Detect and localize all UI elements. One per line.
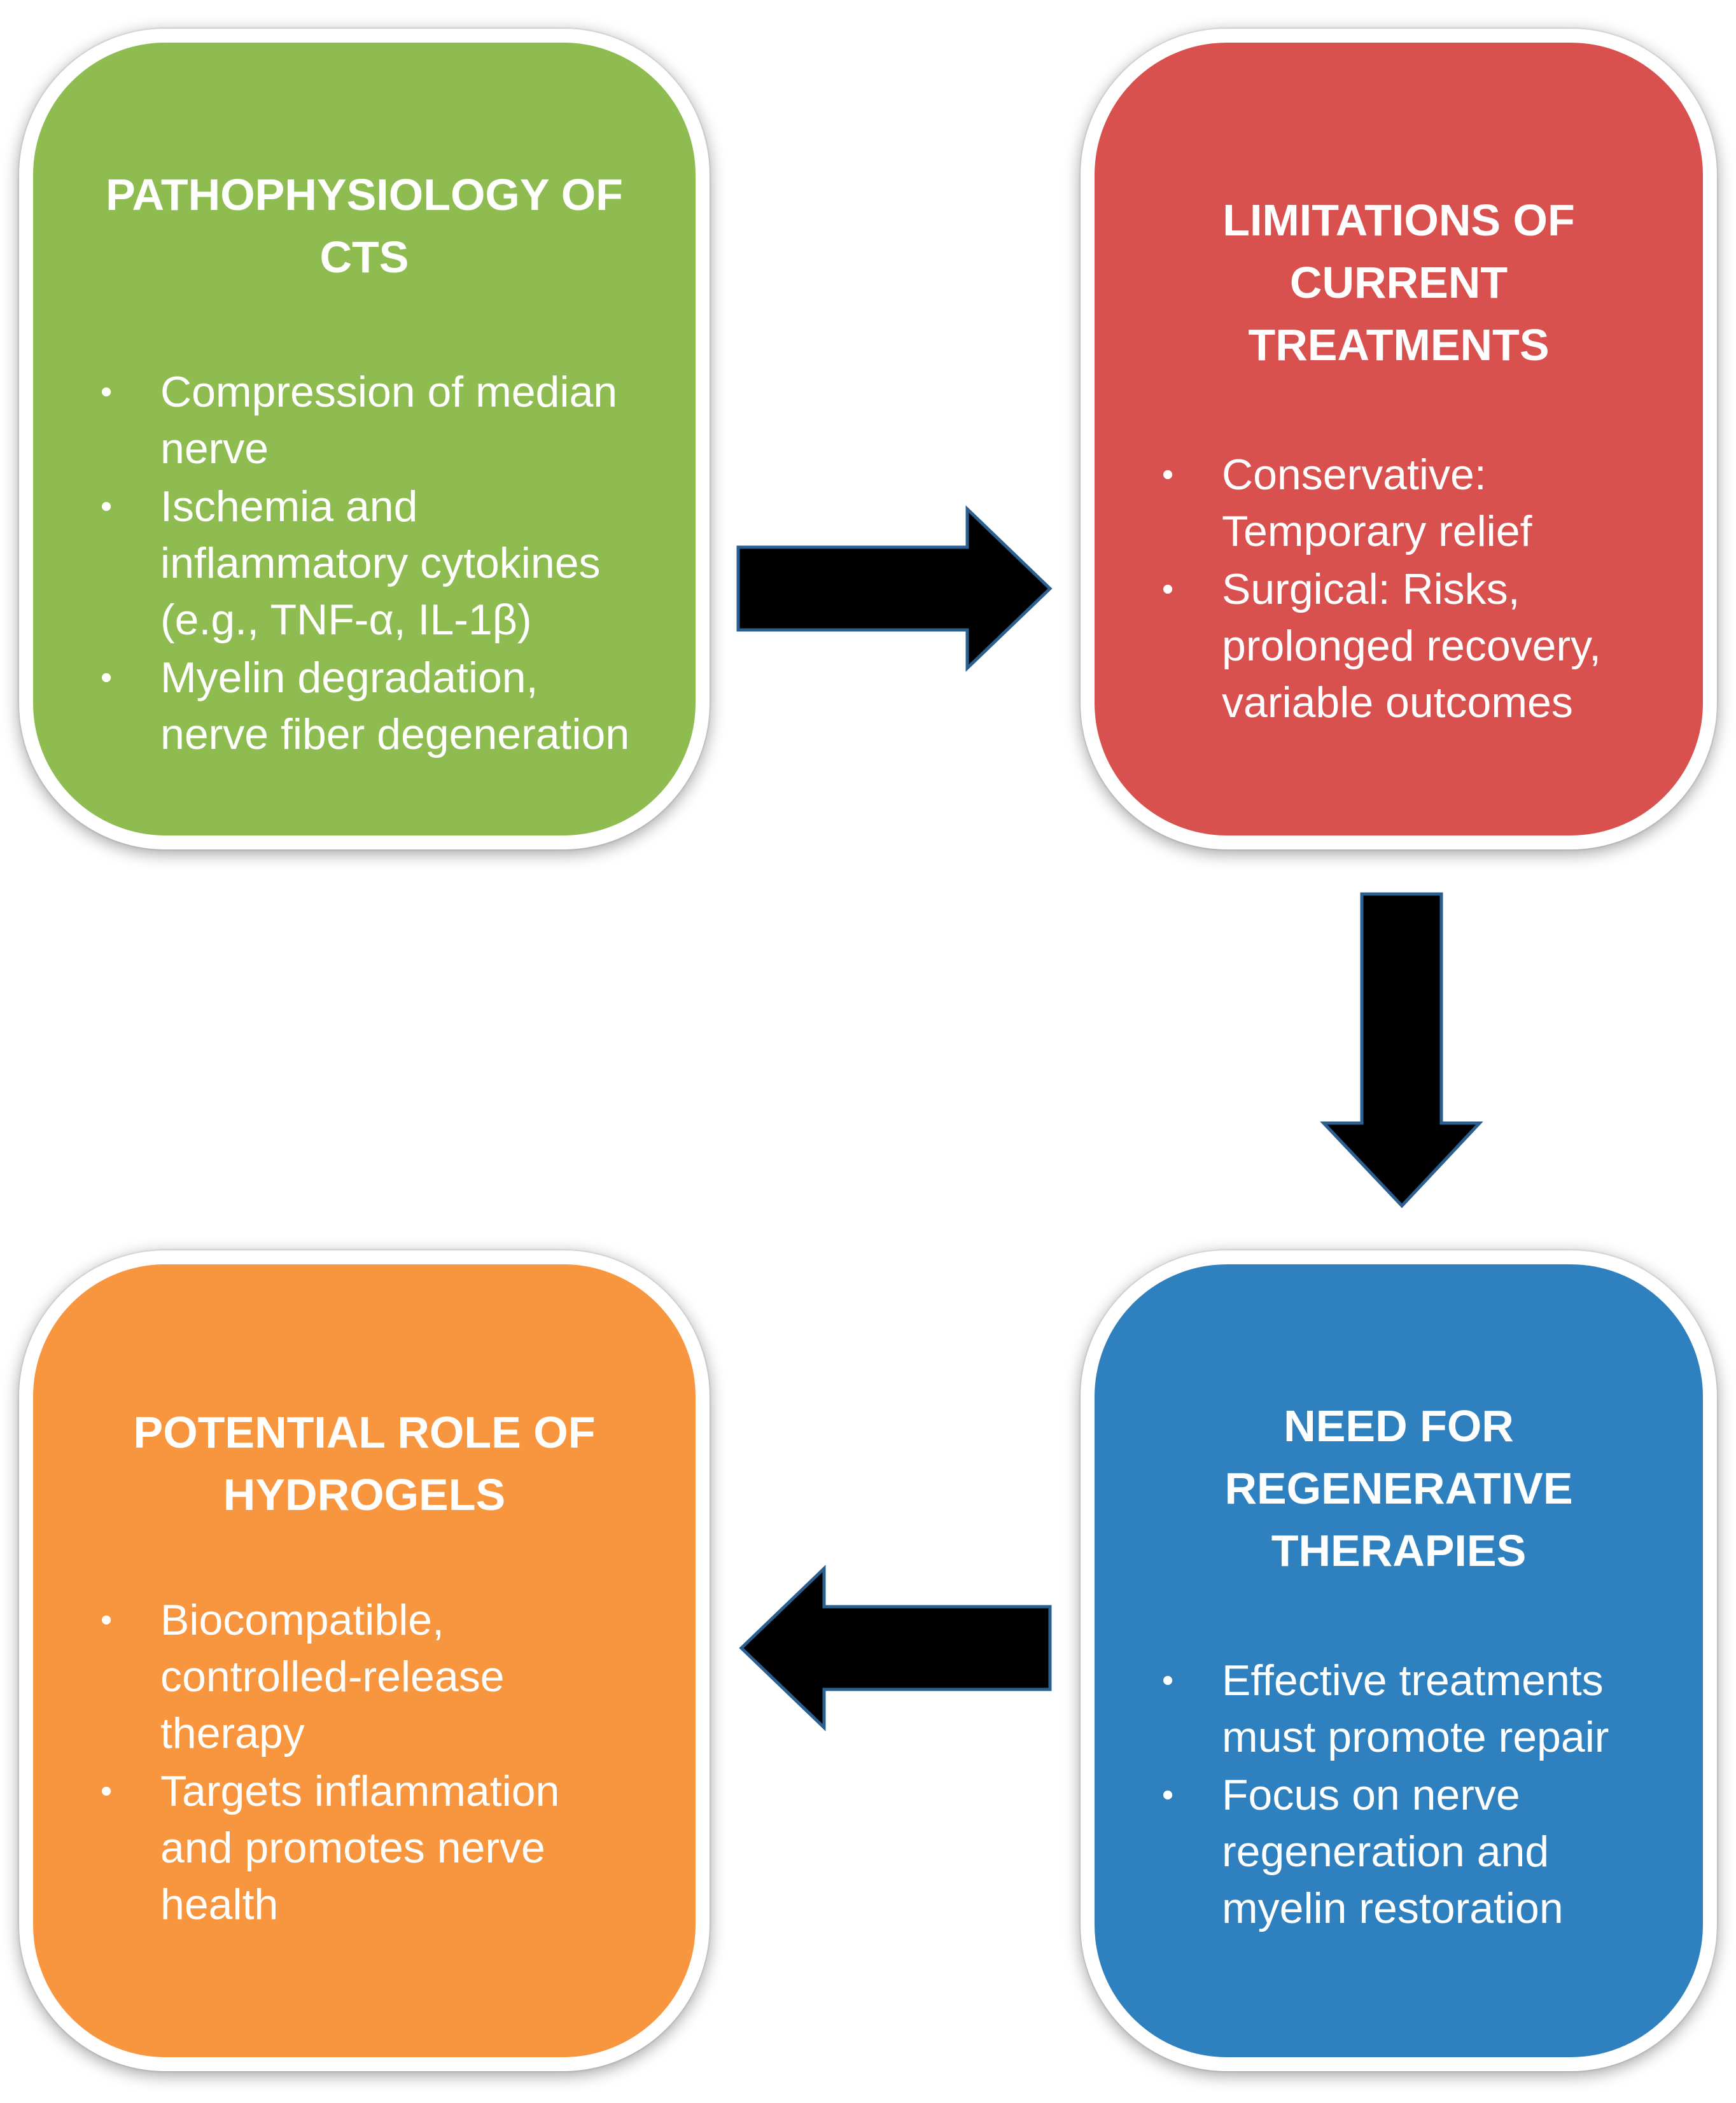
- list-item: • Focus on nerve regeneration and myelin …: [1101, 1767, 1703, 1937]
- bullet-icon: •: [101, 1602, 113, 1638]
- list-item: • Conservative: Temporary relief: [1101, 447, 1703, 560]
- list-item: • Compression of median nerve: [39, 364, 696, 477]
- list-item-text: Conservative: Temporary relief: [1222, 451, 1532, 555]
- list-item: • Surgical: Risks, prolonged recovery, va…: [1101, 561, 1703, 731]
- potential-role-box: POTENTIAL ROLE OF HYDROGELS • Biocompatib…: [19, 1250, 710, 2071]
- bullet-icon: •: [101, 488, 113, 525]
- regenerative-need-box: NEED FOR REGENERATIVE THERAPIES • Effecti…: [1081, 1250, 1717, 2071]
- arrow-down-shape: [1320, 892, 1483, 1208]
- list-item-text: Myelin degradation, nerve fiber degenera…: [160, 653, 630, 758]
- pathophysiology-box: PATHOPHYSIOLOGY OF CTS • Compression of m…: [19, 29, 710, 849]
- list-item: • Myelin degradation, nerve fiber degener…: [39, 650, 696, 763]
- potential-role-list: • Biocompatible, controlled-release thera…: [39, 1592, 696, 1934]
- list-item-text: Compression of median nerve: [160, 368, 618, 473]
- arrow-down-icon: [1320, 892, 1483, 1208]
- list-item-text: Effective treatments must promote repair: [1222, 1656, 1609, 1761]
- bullet-icon: •: [1162, 571, 1174, 608]
- arrow-left-icon: [739, 1565, 1052, 1731]
- bullet-icon: •: [101, 374, 113, 410]
- limitations-box: LIMITATIONS OF CURRENT TREATMENTS • Conse…: [1081, 29, 1717, 849]
- arrow-left-shape: [739, 1565, 1052, 1731]
- pathophysiology-title: PATHOPHYSIOLOGY OF CTS: [106, 170, 623, 282]
- bullet-icon: •: [1162, 456, 1174, 493]
- list-item-text: Surgical: Risks, prolonged recovery, var…: [1222, 565, 1601, 727]
- arrow-right-icon: [736, 505, 1053, 672]
- list-item: • Ischemia and inflammatory cytokines (e.…: [39, 479, 696, 648]
- list-item-text: Targets inflammation and promotes nerve …: [160, 1767, 560, 1929]
- pathophysiology-list: • Compression of median nerve • Ischemia a…: [39, 364, 696, 764]
- list-item-text: Biocompatible, controlled-release therap…: [160, 1596, 505, 1757]
- list-item-text: Ischemia and inflammatory cytokines (e.g…: [160, 482, 601, 644]
- bullet-icon: •: [101, 659, 113, 696]
- limitations-list: • Conservative: Temporary relief • Surgica…: [1101, 447, 1703, 732]
- regenerative-need-list: • Effective treatments must promote repai…: [1101, 1652, 1703, 1938]
- potential-role-title: POTENTIAL ROLE OF HYDROGELS: [133, 1408, 596, 1520]
- bullet-icon: •: [1162, 1662, 1174, 1699]
- regenerative-need-title: NEED FOR REGENERATIVE THERAPIES: [1224, 1401, 1573, 1576]
- list-item: • Effective treatments must promote repai…: [1101, 1652, 1703, 1766]
- bullet-icon: •: [1162, 1777, 1174, 1813]
- list-item: • Biocompatible, controlled-release thera…: [39, 1592, 696, 1762]
- list-item-text: Focus on nerve regeneration and myelin r…: [1222, 1771, 1564, 1932]
- limitations-title: LIMITATIONS OF CURRENT TREATMENTS: [1222, 195, 1575, 370]
- bullet-icon: •: [101, 1773, 113, 1810]
- arrow-right-shape: [736, 505, 1053, 672]
- list-item: • Targets inflammation and promotes nerve…: [39, 1763, 696, 1933]
